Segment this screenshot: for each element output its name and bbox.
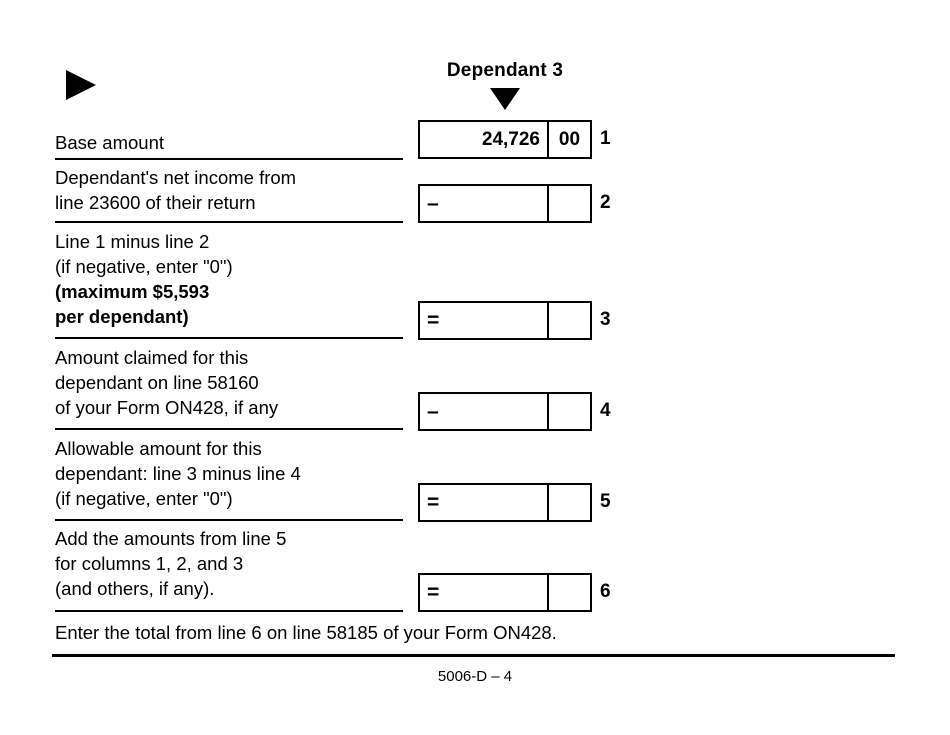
triangle-right-icon: [66, 70, 96, 100]
amount-dollars-6[interactable]: =: [420, 575, 549, 610]
amount-dollars-4[interactable]: –: [420, 394, 549, 429]
line-number-4: 4: [600, 400, 611, 421]
line-number-3: 3: [600, 309, 611, 330]
line-number-6: 6: [600, 581, 611, 602]
row-label-5: Allowable amount for this dependant: lin…: [55, 438, 301, 509]
amount-box-4[interactable]: –: [418, 392, 592, 431]
amount-box-1[interactable]: 24,726 00: [418, 120, 592, 159]
amount-cents-6[interactable]: [549, 575, 590, 610]
amount-dollars-2[interactable]: –: [420, 186, 549, 221]
amount-dollars-3[interactable]: =: [420, 303, 549, 338]
row-label-6: Add the amounts from line 5 for columns …: [55, 528, 287, 599]
row-label-1: Base amount: [55, 132, 165, 153]
row-divider-1: [55, 158, 403, 160]
bottom-divider: [52, 654, 895, 657]
amount-cents-5[interactable]: [549, 485, 590, 520]
row-divider-3: [55, 337, 403, 339]
amount-cents-4[interactable]: [549, 394, 590, 429]
amount-dollars-1[interactable]: 24,726: [420, 122, 549, 157]
line-number-1: 1: [600, 128, 611, 149]
amount-box-2[interactable]: –: [418, 184, 592, 223]
amount-box-5[interactable]: =: [418, 483, 592, 522]
row-label-4: Amount claimed for this dependant on lin…: [55, 347, 279, 418]
operator-minus-4: –: [427, 400, 439, 423]
amount-cents-2[interactable]: [549, 186, 590, 221]
amount-box-6[interactable]: =: [418, 573, 592, 612]
page-identifier: 5006-D – 4: [437, 668, 513, 685]
line-number-2: 2: [600, 192, 611, 213]
amount-cents-1[interactable]: 00: [558, 128, 581, 150]
row-label-3-maximum: (maximum $5,593 per dependant): [55, 281, 210, 327]
row-label-3: Line 1 minus line 2 (if negative, enter …: [55, 231, 233, 277]
row-divider-4: [55, 428, 403, 430]
line-number-5: 5: [600, 491, 611, 512]
row-label-2: Dependant's net income from line 23600 o…: [55, 167, 297, 213]
column-header-dependant-3: Dependant 3: [446, 60, 564, 81]
operator-minus-2: –: [427, 192, 439, 215]
amount-box-3[interactable]: =: [418, 301, 592, 340]
triangle-down-icon: [490, 88, 520, 110]
amount-cents-3[interactable]: [549, 303, 590, 338]
operator-equals-3: =: [427, 309, 440, 332]
operator-equals-6: =: [427, 581, 440, 604]
row-divider-5: [55, 519, 403, 521]
row-divider-6: [55, 610, 403, 612]
operator-equals-5: =: [427, 491, 440, 514]
row-divider-2: [55, 221, 403, 223]
closing-instruction: Enter the total from line 6 on line 5818…: [55, 622, 557, 643]
amount-dollars-5[interactable]: =: [420, 485, 549, 520]
